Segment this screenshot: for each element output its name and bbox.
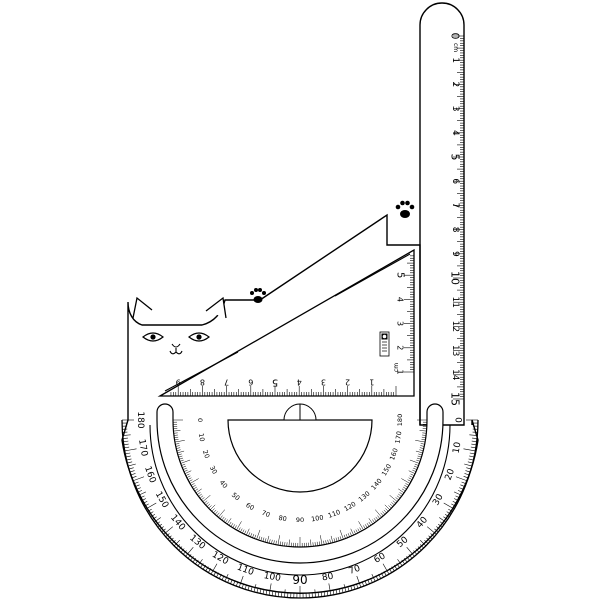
ruler-tick-label: 7	[450, 203, 460, 209]
triangle-bottom-label: 5	[272, 377, 278, 388]
ruler-set-outline	[122, 3, 478, 593]
ruler-tick-label: 8	[450, 227, 460, 233]
protractor-outer-label: 90	[292, 573, 307, 587]
triangle-bottom-label: 7	[224, 378, 229, 387]
triangle-bottom-label: 2	[345, 378, 350, 387]
triangle-bottom-label: 3	[321, 378, 326, 387]
triangle-window	[160, 250, 414, 396]
ruler-tick-label: 5	[449, 154, 462, 161]
ruler-tick-label: 9	[450, 251, 460, 257]
protractor-inner-label: 10	[197, 433, 206, 443]
triangle-bottom-label: 6	[248, 378, 253, 387]
ruler-tick-label: 11	[450, 296, 460, 307]
triangle-bottom-label: 1	[369, 378, 374, 387]
ruler-tick-label: 13	[450, 345, 460, 356]
triangle-unit-label: cm	[393, 363, 400, 372]
ruler-tick-label: 12	[450, 321, 460, 332]
protractor-outer-label: 80	[321, 572, 334, 584]
triangle-bottom-label: 8	[200, 378, 205, 387]
triangle-side-label: 3	[396, 321, 405, 326]
ruler-tick-label: 2	[450, 82, 460, 88]
ruler-tick-label: 4	[450, 130, 460, 136]
ruler-tick-label: 1	[450, 57, 460, 63]
ruler-tick-label: 14	[450, 369, 460, 381]
triangle-side-label: 4	[396, 297, 405, 302]
protractor-inner-label: 0	[196, 418, 204, 422]
protractor-outer-label: 180	[135, 411, 145, 428]
brand-logo-icon	[380, 332, 389, 356]
protractor-inner-label: 180	[396, 414, 404, 426]
paw-print-icon	[396, 201, 415, 218]
triangle-bottom-label: 4	[297, 378, 302, 387]
ruler-tick-label: 10	[449, 271, 462, 285]
protractor-inner-label: 90	[296, 516, 304, 524]
ruler-tick-label: 3	[450, 106, 460, 112]
triangle-bottom-label: 9	[176, 378, 181, 387]
protractor-outer-label: 10	[452, 441, 464, 454]
protractor-inner-label: 80	[278, 514, 288, 523]
ruler-unit-label: cm	[452, 43, 459, 52]
triangle-side-label: 5	[395, 272, 406, 278]
protractor-outer-label: 0	[455, 417, 465, 423]
ruler-tick-label: 15	[449, 392, 462, 406]
ruler-tick-label: 0	[449, 33, 462, 40]
ruler-tick-label: 6	[450, 178, 460, 184]
triangle-side-label: 2	[396, 345, 405, 350]
